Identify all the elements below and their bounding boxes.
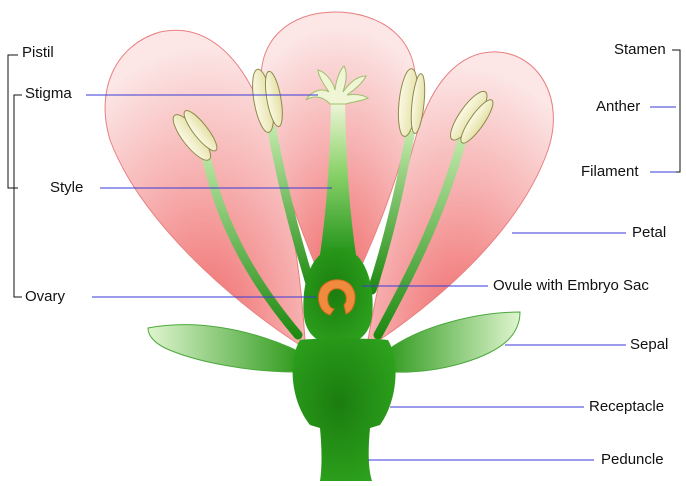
stigma-ovary-bracket [14, 95, 22, 297]
label-peduncle: Peduncle [601, 451, 664, 469]
stamen-bracket [672, 50, 680, 172]
label-ovule: Ovule with Embryo Sac [493, 277, 649, 295]
pistil-bracket [8, 55, 18, 188]
label-pistil: Pistil [22, 44, 54, 62]
label-ovary: Ovary [25, 288, 65, 306]
label-receptacle: Receptacle [589, 398, 664, 416]
label-stigma: Stigma [25, 85, 72, 103]
label-stamen: Stamen [614, 41, 666, 59]
label-anther: Anther [596, 98, 640, 116]
label-petal: Petal [632, 224, 666, 242]
sepal-left [148, 325, 300, 372]
label-style: Style [50, 179, 83, 197]
label-sepal: Sepal [630, 336, 668, 354]
label-filament: Filament [581, 163, 639, 181]
